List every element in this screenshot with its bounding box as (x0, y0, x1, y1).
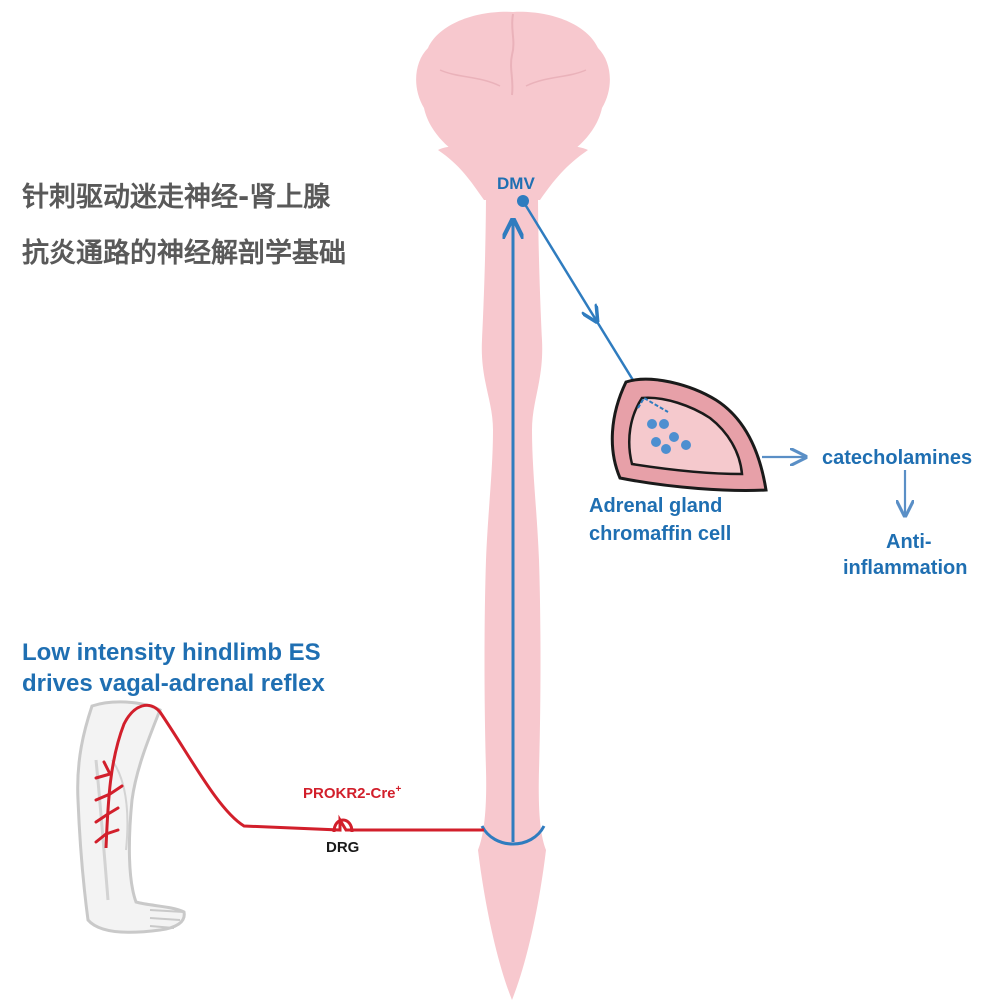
chromaffin-dot (651, 437, 661, 447)
dmv-label: DMV (497, 174, 535, 193)
nerve-branch (94, 784, 124, 802)
anti-inflammation-label-line-1: Anti- (886, 531, 932, 553)
efferent-to-adrenal (521, 200, 596, 320)
nerve-branches (94, 760, 124, 844)
sensory-nerve (104, 703, 484, 849)
adrenal-gland (610, 377, 768, 492)
hindlimb-toes (149, 909, 185, 929)
midline-fold (510, 13, 515, 96)
title-line-1: 针刺驱动迷走神经-肾上腺 (22, 181, 331, 213)
nerve-branch (94, 828, 120, 844)
chromaffin-dot (659, 419, 669, 429)
chromaffin-dot (681, 440, 691, 450)
drg-label: DRG (326, 839, 359, 856)
headline-line-2: drives vagal-adrenal reflex (22, 670, 325, 697)
catecholamines-label: catecholamines (822, 447, 972, 469)
nerve-branch (94, 806, 120, 824)
chromaffin-dot (647, 419, 657, 429)
hindlimb-silhouette (76, 700, 186, 934)
chromaffin-dots (647, 419, 691, 454)
nerve-terminal (637, 396, 669, 413)
adrenal-label-line-2: chromaffin cell (589, 523, 731, 545)
hindlimb (76, 700, 186, 934)
nerve-branch (94, 760, 112, 780)
adrenal-medulla (628, 396, 744, 476)
adrenal-label-line-1: Adrenal gland (589, 495, 722, 517)
prokr2-label-text: PROKR2-Cre (303, 785, 396, 802)
hindlimb-inner-contour (94, 759, 110, 901)
title-line-2: 抗炎通路的神经解剖学基础 (22, 237, 346, 269)
prokr2-superscript: + (396, 784, 402, 795)
sensory-pathway (94, 703, 484, 849)
spinal-entry-arc (480, 825, 546, 846)
chromaffin-dot (669, 432, 679, 442)
anti-inflammation-label-line-2: inflammation (843, 557, 967, 579)
drg-ganglion (332, 818, 354, 833)
prokr2-label: PROKR2-Cre+ (303, 784, 402, 802)
headline-line-1: Low intensity hindlimb ES (22, 639, 321, 666)
chromaffin-dot (661, 444, 671, 454)
hindlimb-knee-contour (111, 759, 129, 851)
lobe-fold-left (439, 69, 501, 87)
lobe-fold-right (525, 69, 587, 87)
